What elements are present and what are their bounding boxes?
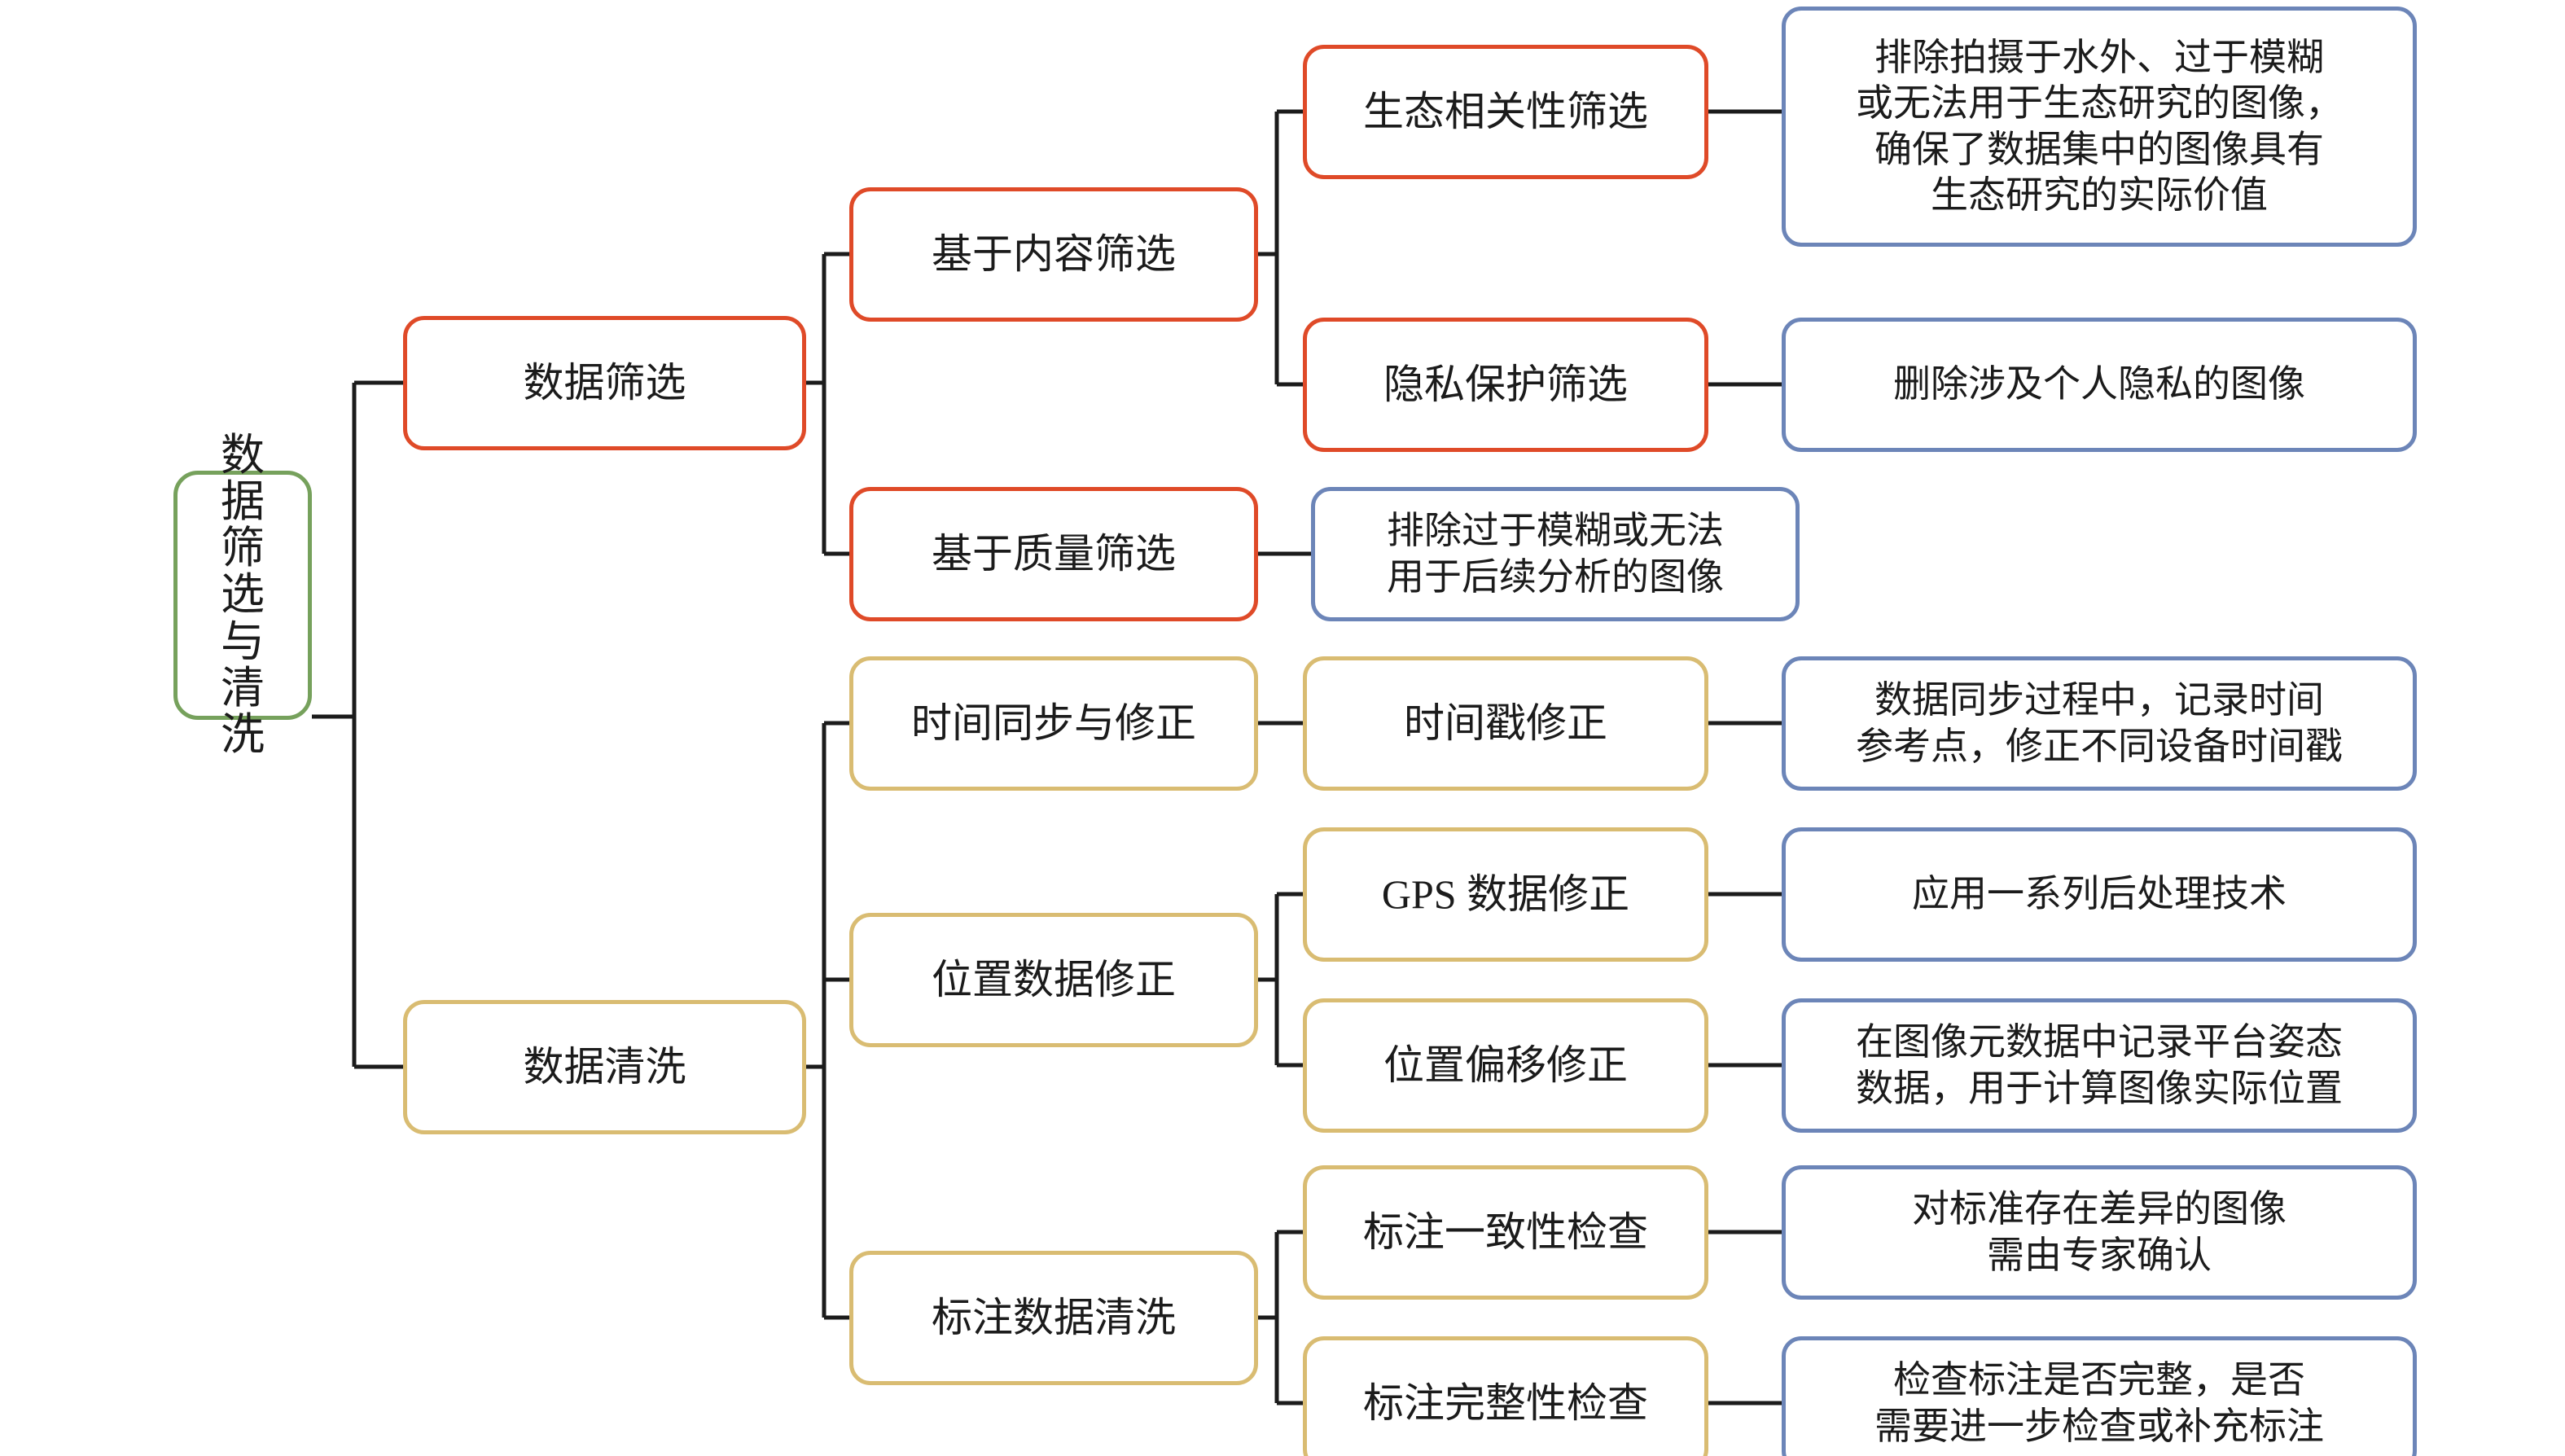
node-annotation-consistency-check[interactable]: 标注一致性检查 [1303, 1165, 1708, 1300]
desc-gps-data-correction[interactable]: 应用一系列后处理技术 [1782, 827, 2417, 962]
branch-data-filtering-label: 数据筛选 [523, 360, 686, 406]
node-timestamp-correction-label: 时间戳修正 [1404, 700, 1607, 746]
branch-data-filtering[interactable]: 数据筛选 [403, 316, 806, 450]
node-content-based-filtering-label: 基于内容筛选 [932, 231, 1176, 277]
node-annotation-completeness-check[interactable]: 标注完整性检查 [1303, 1336, 1708, 1456]
desc-timestamp-correction-text: 数据同步过程中，记录时间 参考点，修正不同设备时间戳 [1856, 679, 2343, 767]
node-annotation-data-cleaning[interactable]: 标注数据清洗 [849, 1251, 1258, 1385]
desc-ecological-relevance-filtering[interactable]: 排除拍摄于水外、过于模糊 或无法用于生态研究的图像， 确保了数据集中的图像具有 … [1782, 7, 2417, 247]
node-time-sync-correction-label: 时间同步与修正 [911, 700, 1196, 746]
node-position-offset-correction-label: 位置偏移修正 [1383, 1042, 1628, 1088]
desc-annotation-consistency-check-text: 对标准存在差异的图像 需由专家确认 [1912, 1188, 2287, 1276]
desc-privacy-protection-filtering[interactable]: 删除涉及个人隐私的图像 [1782, 318, 2417, 452]
node-privacy-protection-filtering-label: 隐私保护筛选 [1383, 362, 1628, 407]
node-privacy-protection-filtering[interactable]: 隐私保护筛选 [1303, 318, 1708, 452]
node-annotation-consistency-check-label: 标注一致性检查 [1363, 1209, 1648, 1255]
desc-annotation-completeness-check-text: 检查标注是否完整，是否 需要进一步检查或补充标注 [1874, 1359, 2324, 1447]
root-node-label: 数 据 筛 选 与 清 洗 [221, 430, 265, 760]
node-gps-data-correction[interactable]: GPS 数据修正 [1303, 827, 1708, 962]
branch-data-cleaning[interactable]: 数据清洗 [403, 1000, 806, 1134]
node-quality-based-filtering-label: 基于质量筛选 [932, 531, 1176, 577]
desc-quality-based-filtering-text: 排除过于模糊或无法 用于后续分析的图像 [1387, 510, 1724, 598]
node-ecological-relevance-filtering[interactable]: 生态相关性筛选 [1303, 45, 1708, 179]
node-timestamp-correction[interactable]: 时间戳修正 [1303, 656, 1708, 791]
branch-data-cleaning-label: 数据清洗 [523, 1044, 686, 1090]
desc-privacy-protection-filtering-text: 删除涉及个人隐私的图像 [1893, 363, 2305, 406]
node-location-data-correction-label: 位置数据修正 [932, 957, 1176, 1002]
desc-annotation-completeness-check[interactable]: 检查标注是否完整，是否 需要进一步检查或补充标注 [1782, 1336, 2417, 1456]
desc-gps-data-correction-text: 应用一系列后处理技术 [1912, 873, 2287, 915]
node-quality-based-filtering[interactable]: 基于质量筛选 [849, 487, 1258, 621]
node-position-offset-correction[interactable]: 位置偏移修正 [1303, 998, 1708, 1133]
node-content-based-filtering[interactable]: 基于内容筛选 [849, 187, 1258, 322]
node-annotation-completeness-check-label: 标注完整性检查 [1363, 1380, 1648, 1426]
root-node[interactable]: 数 据 筛 选 与 清 洗 [173, 432, 312, 758]
node-gps-data-correction-label: GPS 数据修正 [1381, 871, 1630, 917]
desc-timestamp-correction[interactable]: 数据同步过程中，记录时间 参考点，修正不同设备时间戳 [1782, 656, 2417, 791]
desc-position-offset-correction[interactable]: 在图像元数据中记录平台姿态 数据，用于计算图像实际位置 [1782, 998, 2417, 1133]
desc-position-offset-correction-text: 在图像元数据中记录平台姿态 数据，用于计算图像实际位置 [1856, 1021, 2343, 1109]
node-ecological-relevance-filtering-label: 生态相关性筛选 [1363, 89, 1648, 134]
node-location-data-correction[interactable]: 位置数据修正 [849, 913, 1258, 1047]
desc-ecological-relevance-filtering-text: 排除拍摄于水外、过于模糊 或无法用于生态研究的图像， 确保了数据集中的图像具有 … [1856, 37, 2343, 216]
desc-annotation-consistency-check[interactable]: 对标准存在差异的图像 需由专家确认 [1782, 1165, 2417, 1300]
node-annotation-data-cleaning-label: 标注数据清洗 [932, 1295, 1176, 1340]
node-time-sync-correction[interactable]: 时间同步与修正 [849, 656, 1258, 791]
desc-quality-based-filtering[interactable]: 排除过于模糊或无法 用于后续分析的图像 [1311, 487, 1800, 621]
